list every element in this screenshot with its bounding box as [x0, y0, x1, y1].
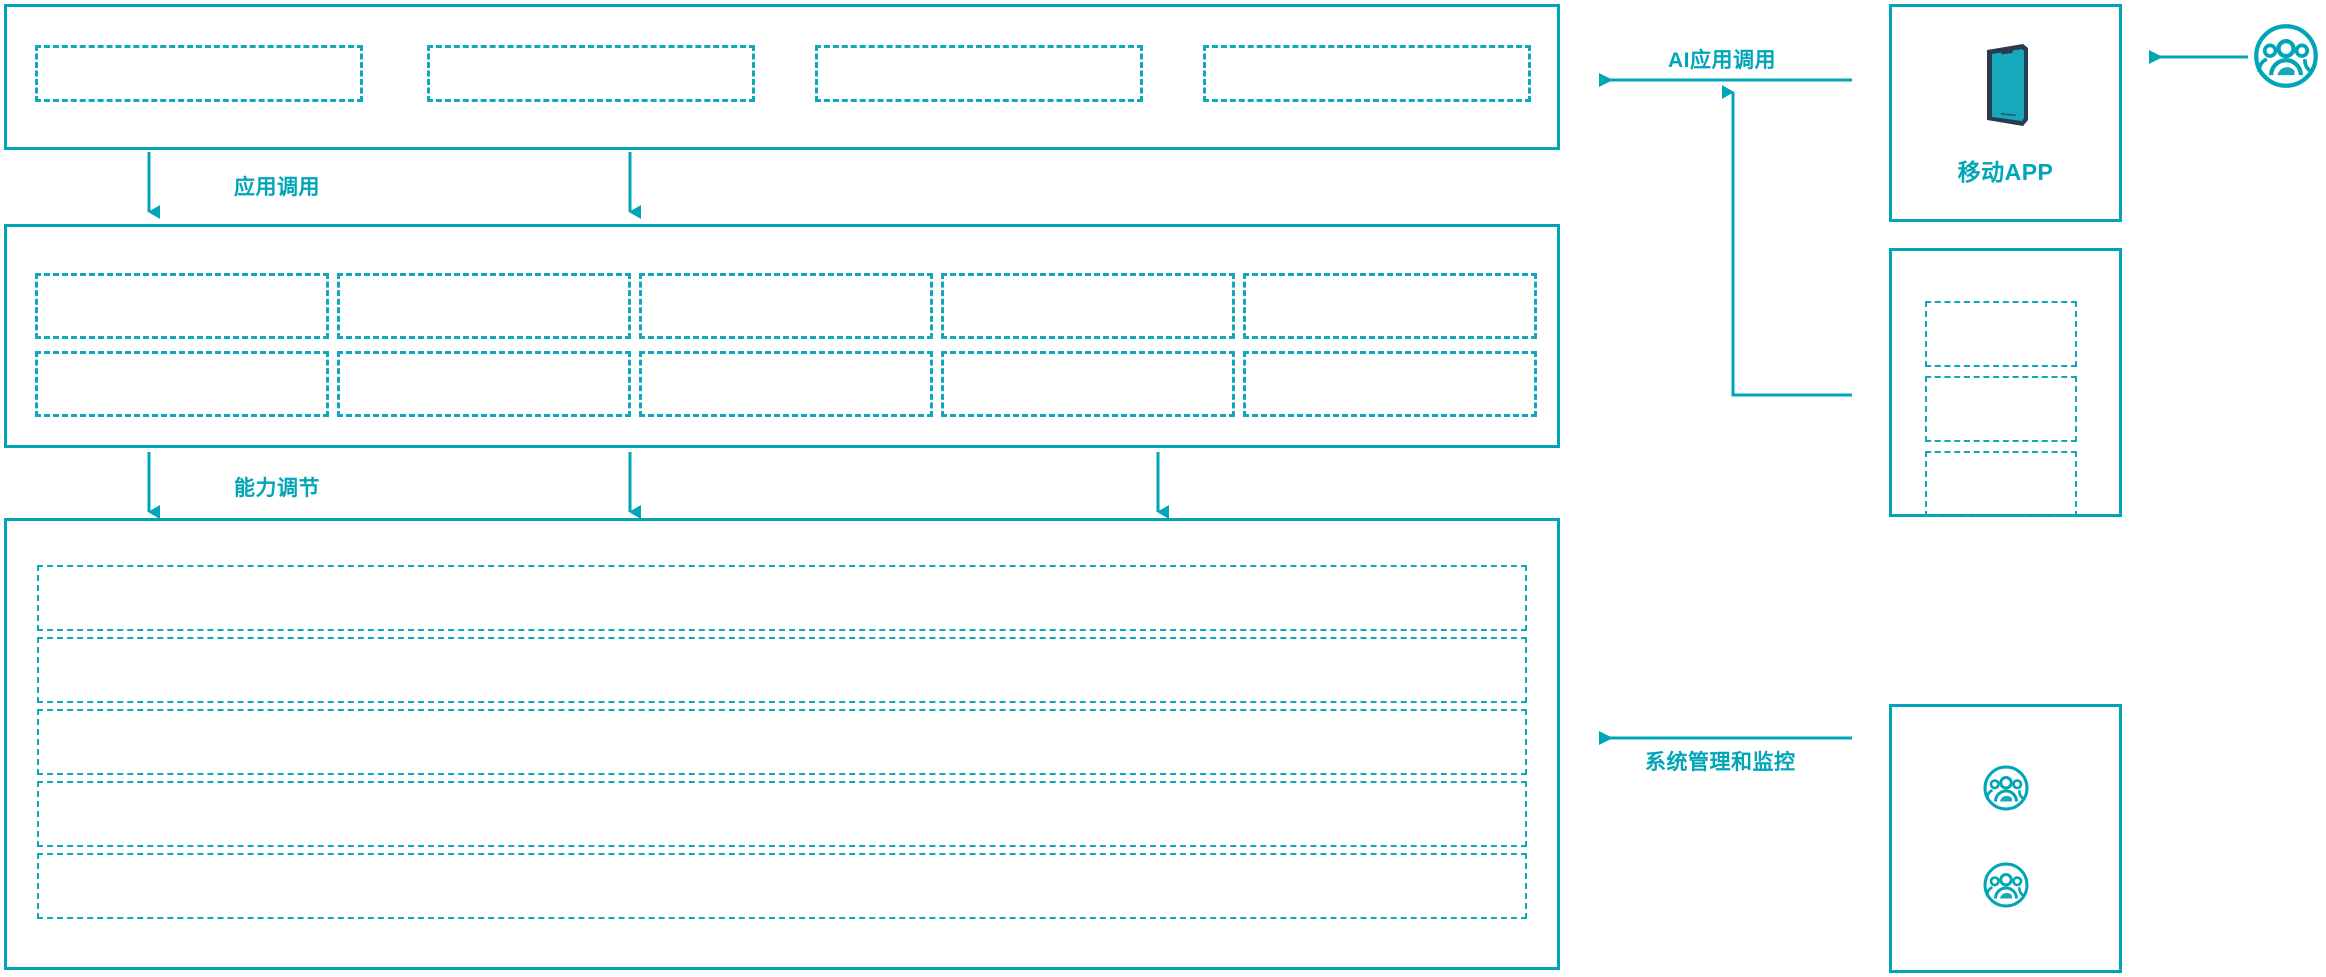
application-slot-3[interactable] — [815, 45, 1143, 102]
mobile-app-card[interactable]: 移动APP — [1889, 4, 2122, 222]
capability-slot-r1c5[interactable] — [1243, 273, 1537, 339]
capability-slot-r2c1[interactable] — [35, 351, 329, 417]
platform-slot-3[interactable] — [37, 709, 1527, 775]
user-group-icon[interactable] — [1982, 764, 2030, 817]
capability-slot-r2c3[interactable] — [639, 351, 933, 417]
application-slot-1[interactable] — [35, 45, 363, 102]
user-group-icon[interactable] — [1982, 861, 2030, 914]
capability-slot-r1c1[interactable] — [35, 273, 329, 339]
edge-label-ai-invoke: AI应用调用 — [1668, 49, 1776, 72]
connector-list-card-to-ai-line — [1722, 85, 1852, 397]
mobile-app-caption: 移动APP — [1957, 158, 2054, 185]
user-group-icon[interactable] — [2252, 24, 2320, 94]
service-list-slot-2[interactable] — [1925, 376, 2077, 442]
capability-slot-r2c2[interactable] — [337, 351, 631, 417]
platform-layer-panel — [4, 518, 1560, 970]
service-list-card — [1889, 248, 2122, 517]
service-list-slot-3[interactable] — [1925, 451, 2077, 517]
platform-slot-1[interactable] — [37, 565, 1527, 631]
platform-slot-4[interactable] — [37, 781, 1527, 847]
capability-slot-r2c5[interactable] — [1243, 351, 1537, 417]
edge-label-app-invoke: 应用调用 — [234, 176, 320, 199]
admin-users-card — [1889, 704, 2122, 973]
capability-slot-r2c4[interactable] — [941, 351, 1235, 417]
capability-slot-r1c3[interactable] — [639, 273, 933, 339]
capability-layer-panel — [4, 224, 1560, 448]
service-list-slot-1[interactable] — [1925, 301, 2077, 367]
external-user-icon-wrapper[interactable] — [2252, 22, 2320, 95]
edge-label-system-admin: 系统管理和监控 — [1645, 751, 1796, 774]
capability-slot-r1c4[interactable] — [941, 273, 1235, 339]
capability-slot-r1c2[interactable] — [337, 273, 631, 339]
edge-label-capability-tune: 能力调节 — [234, 477, 320, 500]
mobile-phone-icon — [1979, 40, 2033, 135]
platform-slot-5[interactable] — [37, 853, 1527, 919]
platform-slot-2[interactable] — [37, 637, 1527, 703]
application-slot-4[interactable] — [1203, 45, 1531, 102]
application-layer-panel — [4, 4, 1560, 150]
application-slot-2[interactable] — [427, 45, 755, 102]
